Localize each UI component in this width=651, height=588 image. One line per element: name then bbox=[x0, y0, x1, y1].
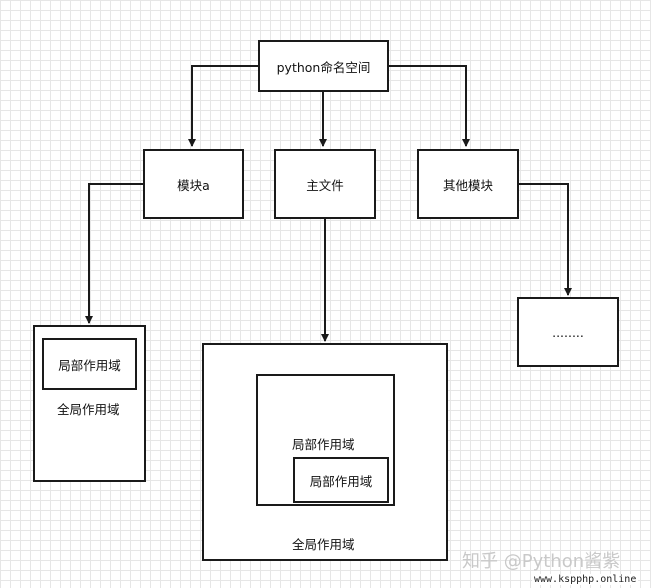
local-scope-main-outer-label: 局部作用域 bbox=[292, 437, 355, 452]
global-scope-module-a-label: 全局作用域 bbox=[57, 402, 120, 417]
local-scope-main-inner: 局部作用域 bbox=[293, 457, 389, 503]
global-scope-module-a: 局部作用域 全局作用域 bbox=[33, 325, 146, 482]
node-ellipsis: ........ bbox=[517, 297, 619, 367]
node-module-a: 模块a bbox=[143, 149, 244, 219]
edge-module-a-to-global-scope bbox=[85, 183, 143, 324]
local-scope-main-outer: 局部作用域 局部作用域 bbox=[256, 374, 395, 506]
edge-root-to-module-a bbox=[188, 65, 258, 147]
node-python-namespace: python命名空间 bbox=[258, 40, 389, 92]
watermark-brand: 知乎 @Python酱紫 bbox=[462, 551, 621, 572]
node-main-file: 主文件 bbox=[274, 149, 376, 219]
global-scope-main-file-label: 全局作用域 bbox=[292, 537, 355, 552]
watermark-url: www.kspphp.online bbox=[532, 574, 639, 585]
global-scope-main-file: 局部作用域 局部作用域 全局作用域 bbox=[202, 343, 448, 561]
edge-root-to-other-modules bbox=[389, 65, 470, 147]
edge-other-modules-to-ellipsis bbox=[519, 183, 572, 296]
node-other-modules: 其他模块 bbox=[417, 149, 519, 219]
local-scope-module-a: 局部作用域 bbox=[42, 338, 137, 390]
